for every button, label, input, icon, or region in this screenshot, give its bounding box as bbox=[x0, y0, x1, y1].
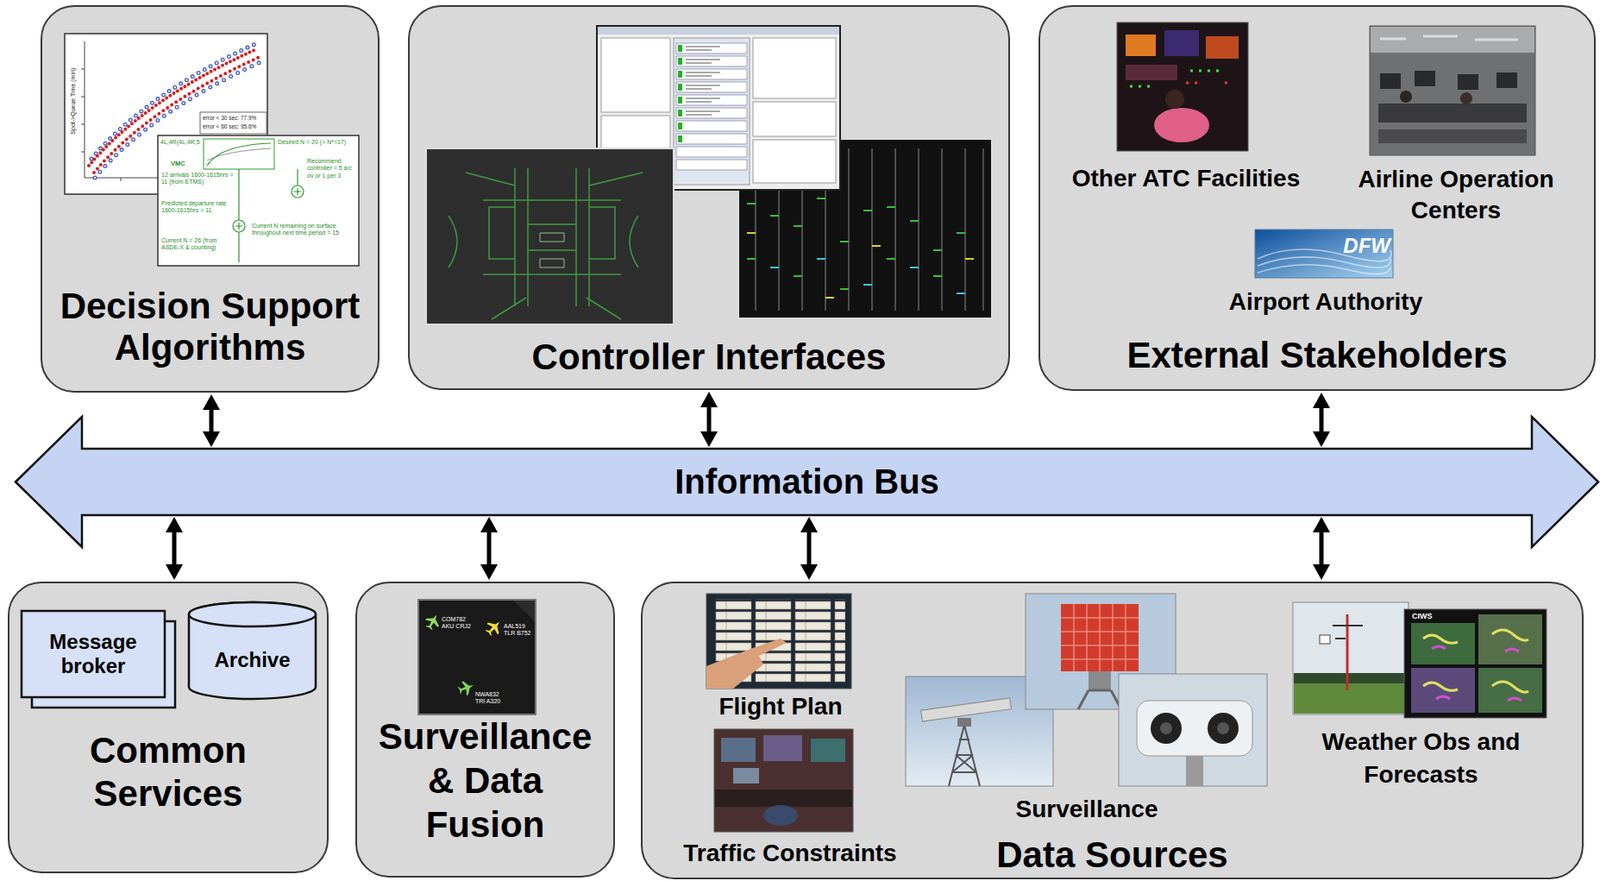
box-outline bbox=[21, 610, 165, 697]
figure-text: Recommend controller = 5 a/c ov or 1 per… bbox=[307, 157, 358, 180]
group-panel-shape bbox=[407, 5, 1011, 390]
panel-outline bbox=[8, 582, 328, 873]
panel-outline bbox=[1039, 6, 1595, 390]
figure-text: 12 arrivals 1600-1615hrs = 11 (from ETMS… bbox=[161, 171, 234, 187]
stakeholder-item: Airline Operation Centers bbox=[1338, 22, 1574, 229]
bus-connector bbox=[487, 532, 492, 565]
figure-text: COM782 AKU CRJ2 bbox=[441, 615, 473, 631]
group-panel: Common Services Message broker Archive bbox=[7, 581, 329, 873]
data-source-item: Flight Plan bbox=[690, 589, 872, 723]
box-label: Message broker bbox=[24, 629, 163, 678]
item-caption: Weather Obs and Forecasts bbox=[1300, 725, 1543, 791]
bus-connector bbox=[1319, 532, 1324, 565]
group-panel: Decision Support Algorithms bbox=[40, 5, 380, 393]
panel-outline bbox=[41, 6, 379, 392]
panel-title: Data Sources bbox=[940, 834, 1286, 875]
figure-text: Predicted departure rate 1600-1615hrs = … bbox=[161, 200, 234, 215]
cylinder-top bbox=[188, 602, 316, 627]
group-panel-shape bbox=[1038, 5, 1596, 391]
figure-text: error < 30 sec: 77.9% bbox=[202, 114, 265, 122]
group-panel: Data Sources Flight PlanTraffic Constrain… bbox=[640, 581, 1584, 879]
figure-text: error < 60 sec: 95.6% bbox=[202, 123, 265, 131]
group-panel: External Stakeholders Other ATC Facilitie… bbox=[1038, 5, 1596, 391]
archive-cylinder: Archive bbox=[188, 602, 317, 699]
box-label: Archive bbox=[192, 647, 314, 672]
figure-text: Spot->Queue Time (min) bbox=[69, 62, 77, 140]
panel-outline bbox=[408, 6, 1010, 390]
bus-connector bbox=[209, 409, 214, 432]
figure-text: NWA832 TRI A320 bbox=[475, 690, 510, 706]
data-source-item: Surveillance bbox=[901, 589, 1273, 827]
panel-outline bbox=[641, 582, 1583, 879]
data-source-item: Traffic Constraints bbox=[677, 726, 904, 870]
information-bus: Information Bus bbox=[15, 448, 1599, 515]
item-caption: Airport Authority bbox=[1203, 288, 1449, 316]
panel-title: External Stakeholders bbox=[1058, 334, 1576, 377]
figure-text: 4L,4R(4L,4R,5 bbox=[160, 138, 202, 146]
figure-text: Current N remaining on surface throughou… bbox=[251, 222, 354, 238]
figure-text: DFW bbox=[1331, 233, 1391, 259]
panel-title: Common Services bbox=[38, 728, 298, 816]
panel-outline bbox=[356, 582, 615, 877]
item-caption: Other ATC Facilities bbox=[1052, 164, 1320, 193]
group-panel: Surveillance & Data Fusion bbox=[355, 581, 615, 878]
item-caption: Surveillance bbox=[957, 795, 1217, 823]
panel-title: Surveillance & Data Fusion bbox=[373, 714, 598, 847]
figure-text: Current N = 26 (from ASDE-X & counting) bbox=[161, 237, 234, 252]
figure-text: CIWS bbox=[1411, 611, 1440, 622]
service-box: Message broker bbox=[20, 609, 166, 698]
group-panel: Controller Interfaces bbox=[407, 5, 1011, 390]
bus-connector bbox=[172, 532, 177, 565]
panel-title: Controller Interfaces bbox=[432, 336, 986, 378]
stakeholder-item: Airport Authority bbox=[1203, 229, 1449, 320]
data-source-item: Weather Obs and Forecasts bbox=[1289, 598, 1553, 810]
panel-title: Decision Support Algorithms bbox=[49, 285, 371, 369]
item-caption: Traffic Constraints bbox=[677, 839, 904, 867]
bus-arrow bbox=[15, 416, 1599, 547]
bus-connector bbox=[807, 532, 812, 565]
bus-label: Information Bus bbox=[548, 460, 1067, 502]
item-caption: Airline Operation Centers bbox=[1338, 163, 1574, 226]
figure-text: Desired N = 20 (> N*=17) bbox=[277, 138, 358, 146]
item-caption: Flight Plan bbox=[690, 692, 872, 721]
stakeholder-item: Other ATC Facilities bbox=[1052, 18, 1320, 196]
figure-text: AAL519 TLR B752 bbox=[503, 622, 534, 638]
cylinder-body bbox=[188, 602, 316, 699]
group-panel-shape bbox=[7, 581, 329, 873]
figure-text: VMC bbox=[170, 159, 197, 168]
bus-connector bbox=[707, 407, 712, 432]
bus-connector bbox=[1319, 407, 1324, 432]
